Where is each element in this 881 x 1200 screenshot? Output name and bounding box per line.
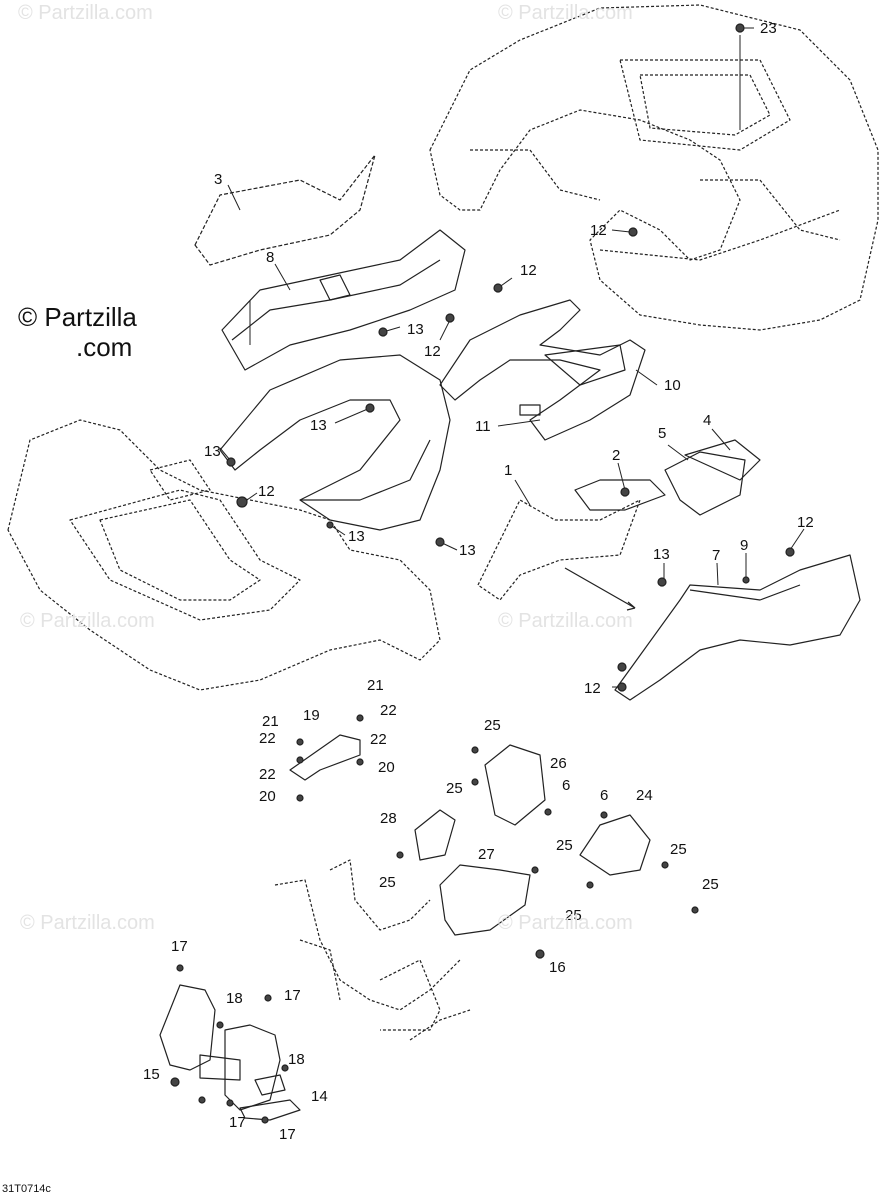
callout-19: 19 — [303, 707, 320, 724]
callout-17: 17 — [171, 938, 188, 955]
watermark-text: © Partzilla.com — [20, 610, 155, 632]
front-bumper — [159, 984, 301, 1121]
callout-20: 20 — [378, 759, 395, 776]
callout-28: 28 — [380, 810, 397, 827]
watermark-text: © Partzilla.com — [18, 2, 153, 24]
callout-9: 9 — [740, 537, 748, 554]
callout-22: 22 — [370, 731, 387, 748]
callout-13: 13 — [407, 321, 424, 338]
callout-22: 22 — [259, 766, 276, 783]
callout-13: 13 — [348, 528, 365, 545]
callout-22: 22 — [380, 702, 397, 719]
callout-15: 15 — [143, 1066, 160, 1083]
callout-3: 3 — [214, 171, 222, 188]
callout-4: 4 — [703, 412, 711, 429]
rear-guard — [439, 299, 646, 441]
callout-13: 13 — [459, 542, 476, 559]
callout-20: 20 — [259, 788, 276, 805]
callout-21: 21 — [262, 713, 279, 730]
callout-25: 25 — [379, 874, 396, 891]
brand-line-2: .com — [76, 332, 133, 362]
callout-17: 17 — [229, 1114, 246, 1131]
callout-6: 6 — [562, 777, 570, 794]
callout-12: 12 — [797, 514, 814, 531]
callout-12: 12 — [258, 483, 275, 500]
callout-6: 6 — [600, 787, 608, 804]
callout-27: 27 — [478, 846, 495, 863]
callout-labels: 23 3 8 12 12 13 12 10 11 13 13 12 13 13 … — [143, 20, 814, 1143]
partzilla-brand: © Partzilla .com — [18, 302, 137, 362]
callout-25: 25 — [670, 841, 687, 858]
diagram-code: 31T0714c — [2, 1183, 51, 1195]
callout-13: 13 — [204, 443, 221, 460]
callout-12: 12 — [584, 680, 601, 697]
center-console-cover — [219, 354, 451, 531]
callout-5: 5 — [658, 425, 666, 442]
callout-13: 13 — [653, 546, 670, 563]
fasteners — [170, 23, 795, 1124]
callout-23: 23 — [760, 20, 777, 37]
callout-25: 25 — [702, 876, 719, 893]
side-panels — [477, 439, 861, 701]
callout-26: 26 — [550, 755, 567, 772]
callout-12: 12 — [520, 262, 537, 279]
watermark-text: © Partzilla.com — [498, 2, 633, 24]
rear-fender-outline — [429, 4, 879, 331]
callout-17: 17 — [284, 987, 301, 1004]
watermark-text: © Partzilla.com — [20, 912, 155, 934]
callout-24: 24 — [636, 787, 653, 804]
leader-lines — [219, 27, 805, 688]
callout-12: 12 — [590, 222, 607, 239]
callout-1: 1 — [504, 462, 512, 479]
callout-11: 11 — [475, 418, 491, 435]
callout-8: 8 — [266, 249, 274, 266]
watermark-text: © Partzilla.com — [498, 610, 633, 632]
front-fender-outline — [7, 419, 441, 691]
callout-2: 2 — [612, 447, 620, 464]
callout-25: 25 — [565, 907, 582, 924]
frame-outline — [274, 859, 471, 1041]
callout-10: 10 — [664, 377, 681, 394]
callout-16: 16 — [549, 959, 566, 976]
callout-7: 7 — [712, 547, 720, 564]
callout-18: 18 — [226, 990, 243, 1007]
callout-13: 13 — [310, 417, 327, 434]
callout-25: 25 — [556, 837, 573, 854]
callout-14: 14 — [311, 1088, 328, 1105]
watermark-text: © Partzilla.com — [498, 912, 633, 934]
callout-25: 25 — [484, 717, 501, 734]
callout-18: 18 — [288, 1051, 305, 1068]
guard-brackets — [289, 734, 651, 936]
callout-17: 17 — [279, 1126, 296, 1143]
callout-25: 25 — [446, 780, 463, 797]
rear-trim-left — [194, 154, 466, 371]
callout-22: 22 — [259, 730, 276, 747]
brand-line-1: © Partzilla — [18, 302, 137, 332]
callout-12: 12 — [424, 343, 441, 360]
callout-21: 21 — [367, 677, 384, 694]
